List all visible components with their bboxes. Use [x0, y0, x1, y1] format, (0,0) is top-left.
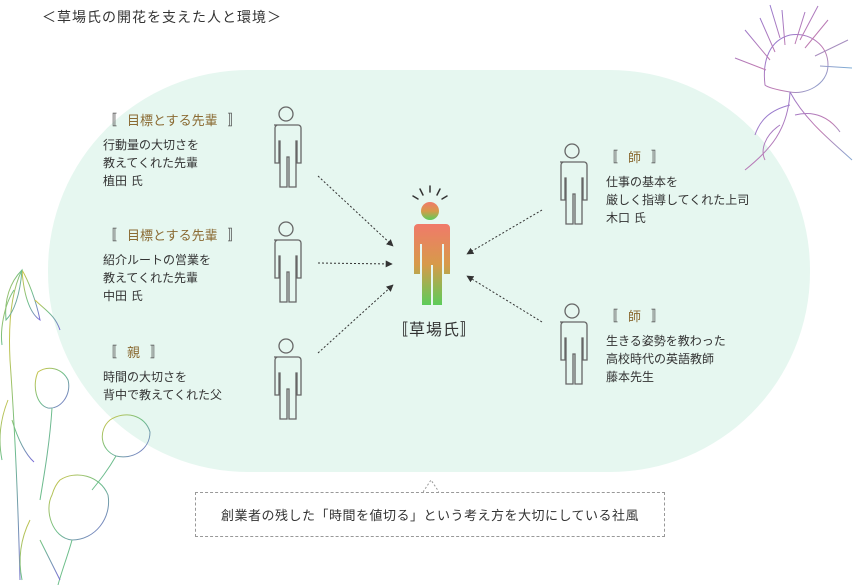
person-description: 行動量の大切さを教えてくれた先輩植田 氏 — [103, 138, 200, 188]
center-person-label: 〚草場氏〛 — [392, 320, 478, 339]
person-outline-icon — [560, 143, 588, 225]
person-description: 紹介ルートの営業を教えてくれた先輩中田 氏 — [103, 253, 212, 303]
person-description: 仕事の基本を厳しく指導してくれた上司木口 氏 — [606, 175, 750, 225]
arrow-from-kiguchi — [466, 209, 543, 255]
wildflower-decoration — [0, 268, 151, 585]
arrow-from-ueda — [317, 175, 394, 247]
arrow-from-fujimoto — [466, 275, 543, 323]
company-culture-box: 創業者の残した「時間を値切る」という考え方を大切にしている社風 — [195, 492, 665, 537]
person-outline-icon — [274, 221, 302, 303]
arrow-from-father — [317, 284, 394, 354]
category-heading: 〚師〛 — [604, 309, 666, 325]
person-description: 生きる姿勢を教わった高校時代の英語教師藤本先生 — [606, 334, 726, 384]
callout-notch — [423, 479, 439, 493]
attention-rays-icon — [412, 185, 448, 200]
person-outline-icon — [274, 338, 302, 420]
center-person-icon — [414, 202, 450, 305]
diagram-title: ＜草場氏の開花を支えた人と環境＞ — [42, 10, 282, 26]
person-outline-icon — [560, 303, 588, 385]
category-heading: 〚親〛 — [103, 345, 165, 361]
person-description: 時間の大切さを背中で教えてくれた父 — [103, 370, 223, 402]
category-heading: 〚目標とする先輩〛 — [103, 228, 242, 244]
person-outline-icon — [274, 106, 302, 188]
thistle-flower-decoration — [734, 4, 853, 171]
arrow-from-nakata — [317, 260, 393, 268]
category-heading: 〚目標とする先輩〛 — [103, 113, 242, 129]
category-heading: 〚師〛 — [604, 150, 666, 166]
